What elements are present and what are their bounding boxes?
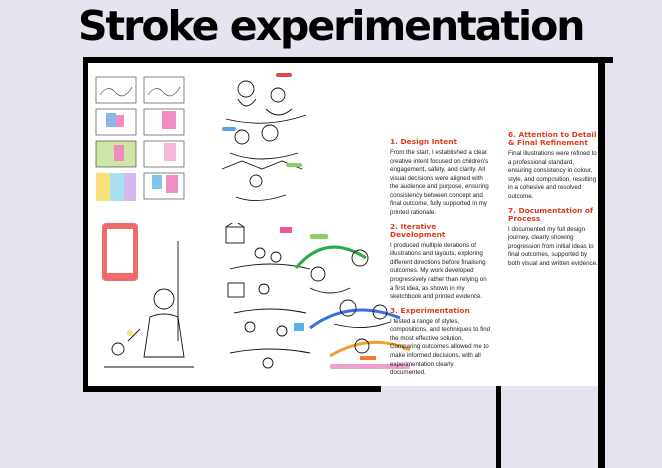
text-column-left: 1. Design Intent From the start, I estab… [390, 137, 491, 383]
page-title: Stroke experimentation [78, 2, 585, 50]
frame-bottom-bar [83, 386, 381, 392]
line-drawing-sketch [216, 69, 316, 209]
colour-test-grid-sketch [94, 75, 194, 205]
frame-right-bar [598, 57, 605, 468]
section-heading: 2. Iterative Development [390, 221, 446, 239]
coloured-scene-sketch [290, 228, 422, 378]
section-heading: 6. Attention to Detail & Final Refinemen… [508, 130, 597, 148]
section-body: I documented my full design journey, cle… [508, 225, 598, 268]
text-column-right: 6. Attention to Detail & Final Refinemen… [508, 130, 598, 274]
section-body: I produced multiple iterations of illust… [390, 241, 487, 301]
frame-left-bar [83, 57, 88, 392]
section-heading: 3. Experimentation [390, 305, 470, 315]
character-sketch [98, 221, 198, 371]
section-body: I tested a range of styles, compositions… [390, 317, 491, 377]
sketch-panel [88, 63, 598, 386]
sequence-sketch [220, 223, 320, 373]
section-body: From the start, I established a clear cr… [390, 149, 489, 216]
frame-top-bar [83, 57, 613, 63]
section-body: Final illustrations were refined to a pr… [508, 150, 597, 201]
section-heading: 1. Design Intent [390, 137, 458, 146]
section-heading: 7. Documentation of Process [508, 205, 594, 223]
